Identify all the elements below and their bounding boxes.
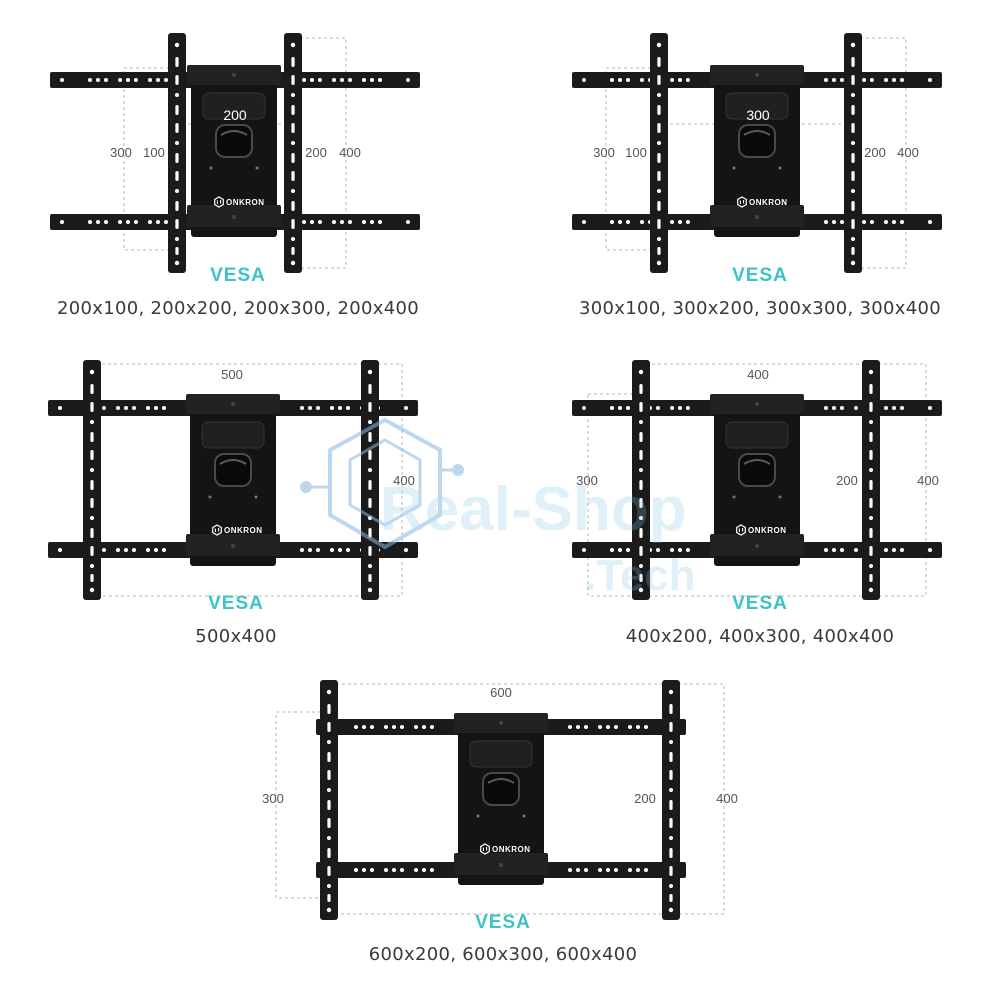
panel-5: ONKRON 600 300 200 400 VESA 600x200, 600… (262, 680, 738, 965)
left-arm (83, 360, 101, 600)
watermark-line1: Real-Shop (380, 475, 687, 544)
right-arm (844, 33, 862, 273)
vesa-title: VESA (475, 912, 531, 933)
panel-1: ONKRON 200 300 100 200 400 VESA 200x100,… (50, 33, 420, 319)
dim-right-outer: 400 (716, 791, 738, 806)
vesa-title: VESA (732, 265, 788, 286)
watermark: Real-Shop .Tech (300, 417, 696, 600)
dim-top: 400 (747, 367, 769, 382)
vesa-title: VESA (732, 593, 788, 614)
right-arm (361, 360, 379, 600)
dim-left-inner: 100 (625, 145, 647, 160)
panel-3: ONKRON 500 400 VESA 500x400 (48, 360, 418, 647)
right-arm (284, 33, 302, 273)
vesa-title: VESA (208, 593, 264, 614)
brand-label: ONKRON (226, 198, 265, 207)
right-arm (662, 680, 680, 920)
dim-left-outer: 300 (110, 145, 132, 160)
dim-top: 600 (490, 685, 512, 700)
left-arm (320, 680, 338, 920)
panel-4: ONKRON 400 300 200 400 VESA 400x200, 400… (572, 360, 942, 647)
left-arm (650, 33, 668, 273)
dim-right-outer: 400 (897, 145, 919, 160)
dim-right: 400 (393, 473, 415, 488)
dim-left-outer: 300 (593, 145, 615, 160)
vesa-sizes: 500x400 (195, 626, 276, 647)
wall-plate (709, 64, 805, 238)
vesa-sizes: 200x100, 200x200, 200x300, 200x400 (57, 298, 419, 319)
dim-right-inner: 200 (864, 145, 886, 160)
vesa-sizes: 400x200, 400x300, 400x400 (626, 626, 894, 647)
dim-right-outer: 400 (339, 145, 361, 160)
dim-right-outer: 400 (917, 473, 939, 488)
dim-left-inner: 100 (143, 145, 165, 160)
wall-plate (185, 393, 281, 567)
right-arm (862, 360, 880, 600)
vesa-sizes: 600x200, 600x300, 600x400 (369, 944, 637, 965)
dim-right-inner: 200 (836, 473, 858, 488)
vesa-title: VESA (210, 265, 266, 286)
brand-label: ONKRON (749, 198, 788, 207)
dim-left: 300 (576, 473, 598, 488)
watermark-line2: .Tech (584, 551, 696, 600)
watermark-logo-icon (300, 417, 464, 550)
dim-left: 300 (262, 791, 284, 806)
wall-plate (709, 393, 805, 567)
brand-label: ONKRON (224, 526, 263, 535)
brand-label: ONKRON (492, 845, 531, 854)
panel-2: ONKRON 300 300 100 200 400 VESA 300x100,… (572, 33, 942, 319)
dim-top-center: 300 (746, 107, 770, 123)
left-arm (168, 33, 186, 273)
dim-right-inner: 200 (634, 791, 656, 806)
brand-label: ONKRON (748, 526, 787, 535)
vesa-sizes: 300x100, 300x200, 300x300, 300x400 (579, 298, 941, 319)
wall-plate (186, 64, 282, 238)
dim-right-inner: 200 (305, 145, 327, 160)
wall-plate (453, 712, 549, 886)
dim-top: 500 (221, 367, 243, 382)
dim-top-center: 200 (223, 107, 247, 123)
